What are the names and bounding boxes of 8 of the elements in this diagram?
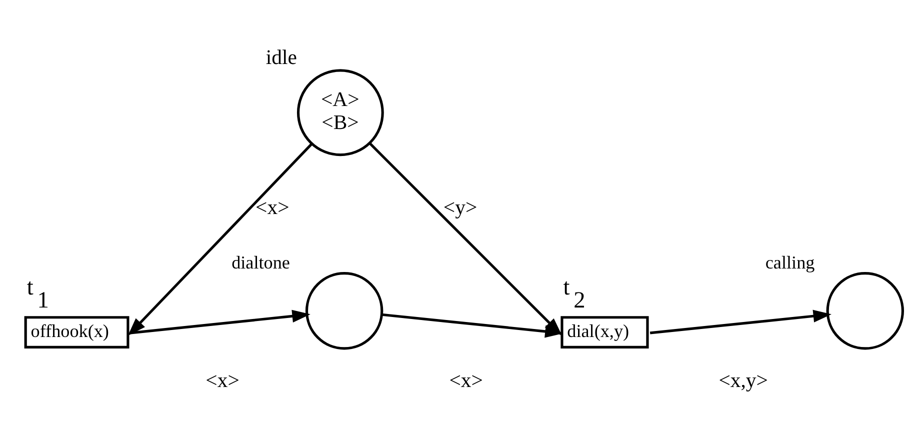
node-label: dialtone [232,252,290,272]
edge-label: <x,y> [718,370,768,392]
node-label: calling [765,252,815,272]
node-label: idle [266,46,297,69]
edge-label: <y> [443,197,478,220]
edge-label: <x> [449,370,483,392]
edge-label: <x> [206,370,240,392]
edge-label: <x> [256,197,290,220]
